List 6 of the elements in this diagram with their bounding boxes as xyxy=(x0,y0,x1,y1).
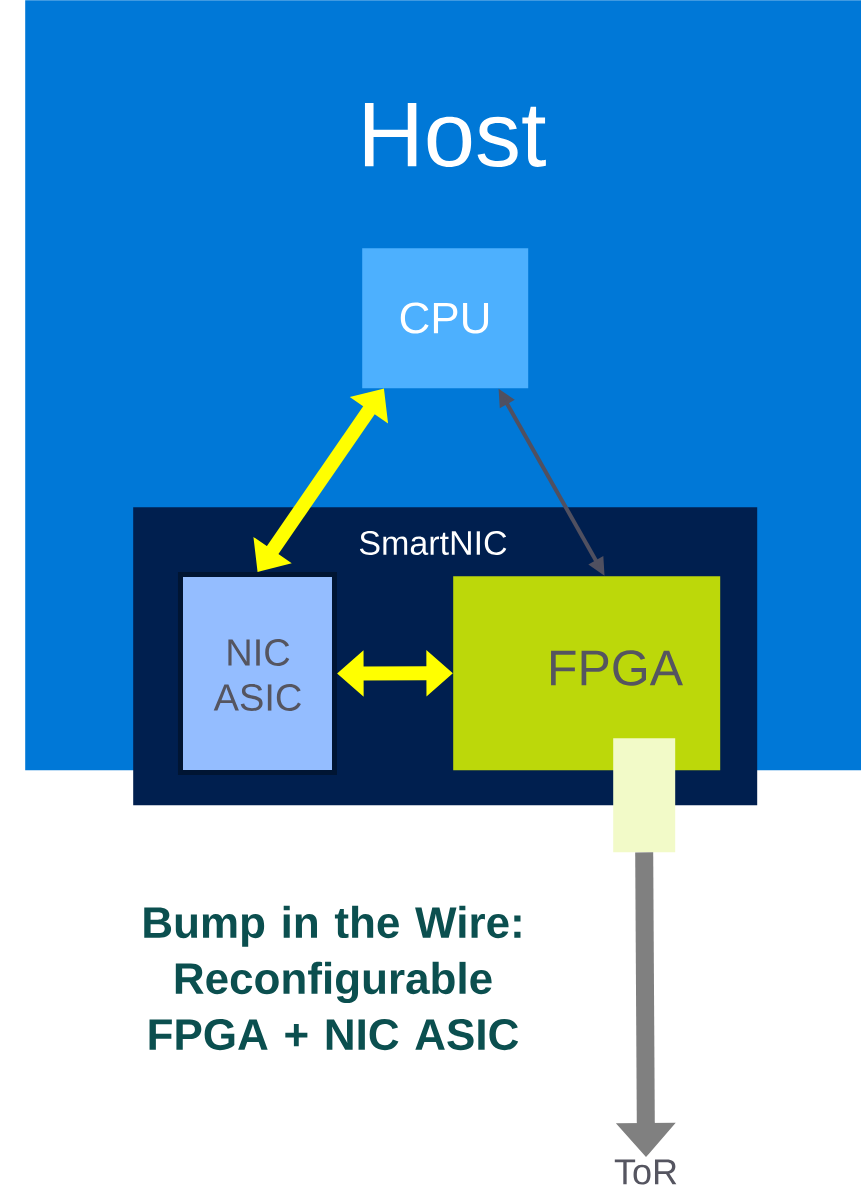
nic-asic-box: NIC ASIC xyxy=(178,572,337,775)
caption: Bump in the Wire: Reconfigurable FPGA + NIC ASIC xyxy=(144,905,521,1051)
port-box xyxy=(613,738,676,853)
fpga-box: FPGA xyxy=(453,576,721,771)
cpu-box: CPU xyxy=(362,248,529,389)
tor-label: ToR xyxy=(614,1159,677,1185)
